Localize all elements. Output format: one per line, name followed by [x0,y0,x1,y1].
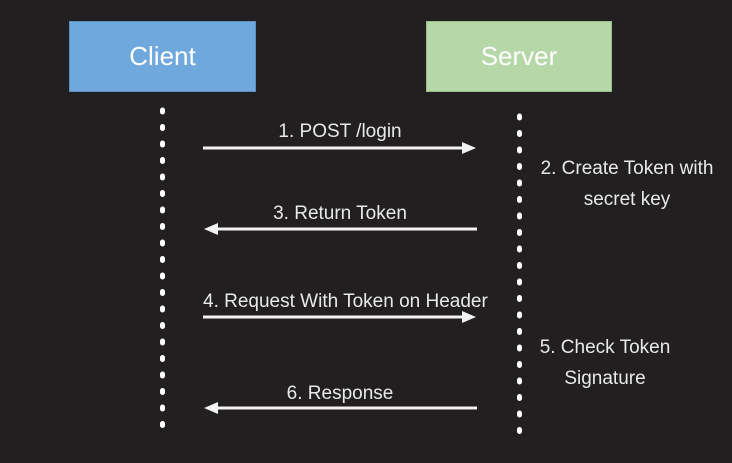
arrowhead-left-icon [204,223,218,235]
message-3-arrow [204,223,477,235]
arrowhead-right-icon [462,142,476,154]
actor-client-label: Client [129,41,196,71]
arrowhead-right-icon [462,311,476,323]
message-1-arrow [203,142,476,154]
note-2-line-2: secret key [583,189,671,210]
message-6-arrow [204,402,477,414]
note-2: 2. Create Token with secret key [520,153,732,215]
note-5-line-1: 5. Check Token [539,337,671,358]
actor-client-box: Client [69,21,256,92]
note-5: 5. Check Token Signature [499,332,711,394]
message-4-arrow [203,311,476,323]
message-1-label: 1. POST /login [278,121,402,142]
note-2-line-1: 2. Create Token with [540,158,714,179]
message-4-label: 4. Request With Token on Header [203,291,488,312]
arrowhead-left-icon [204,402,218,414]
message-6-label: 6. Response [286,383,394,404]
actor-server-box: Server [426,21,612,92]
message-3-label: 3. Return Token [273,203,407,224]
note-5-line-2: Signature [564,368,646,389]
actor-server-label: Server [480,41,558,71]
